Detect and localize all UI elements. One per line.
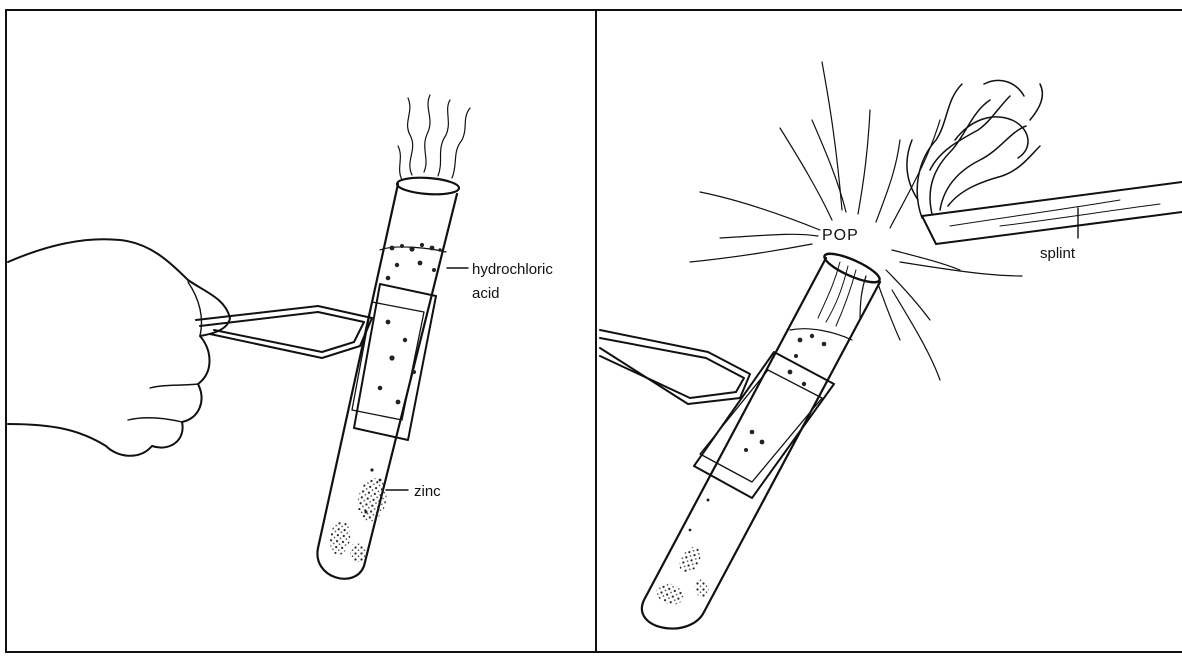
explosion-rays (690, 62, 1022, 380)
splint (922, 182, 1182, 244)
acid-label-line1: hydrochloric (472, 261, 553, 278)
hand (8, 239, 230, 456)
splint-flame (907, 80, 1042, 218)
panel-before: hydrochloric acid zinc (8, 95, 553, 579)
tongs-right (600, 330, 834, 498)
figure-frame (6, 10, 1182, 652)
zinc-granules (328, 476, 391, 562)
acid-froth (386, 243, 442, 280)
test-tube-right (642, 248, 883, 628)
bubbles-right (689, 334, 827, 532)
zinc-granules-right (653, 543, 709, 608)
acid-label-line2: acid (472, 285, 500, 302)
splint-label: splint (1040, 245, 1076, 262)
tongs-left (196, 284, 436, 440)
fumes-left (398, 95, 470, 180)
test-tube-left (317, 176, 459, 579)
pop-label: POP (822, 227, 859, 244)
panel-after: splint POP (600, 62, 1182, 629)
zinc-label: zinc (414, 483, 441, 500)
